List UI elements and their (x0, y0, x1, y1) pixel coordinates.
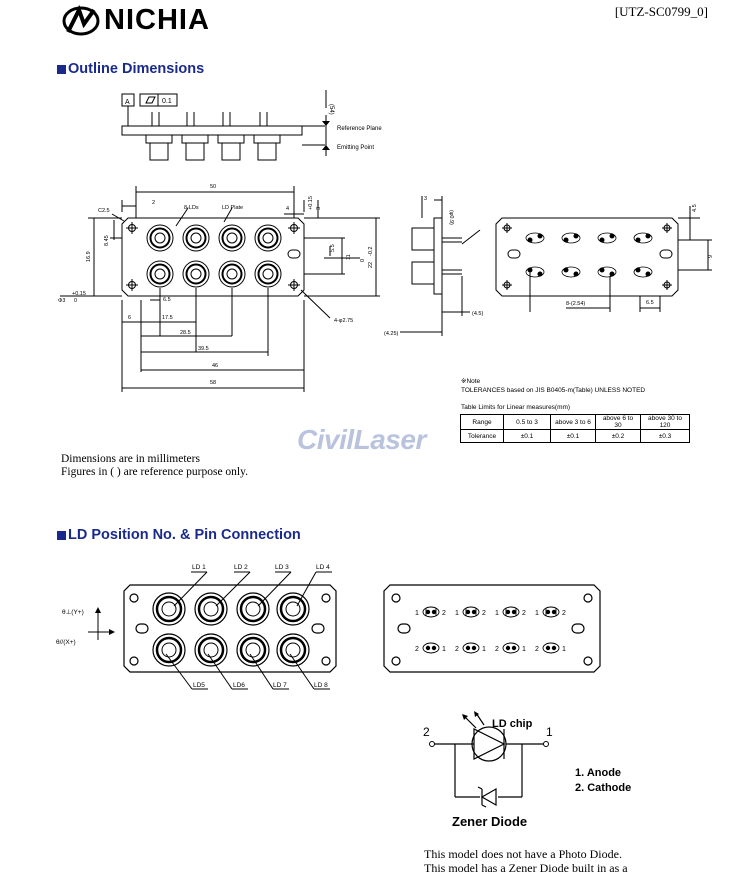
dim-phi3: Φ3 (58, 298, 65, 304)
table-cell: Tolerance (460, 429, 504, 443)
pin-number-2: 2 (442, 610, 446, 617)
legend-cathode: 2. Cathode (575, 782, 631, 794)
dim-0-right: 0 (360, 259, 366, 262)
pin-number-2: 2 (482, 610, 486, 617)
emitting-point-label: Emitting Point (337, 145, 374, 151)
footnote-line-2: This model has a Zener Diode built in as… (424, 861, 628, 875)
ld-label-8: LD 8 (314, 682, 328, 689)
pin-number-1: 1 (522, 646, 526, 653)
pin-number-1: 1 (442, 646, 446, 653)
dim-c25: C2.5 (98, 208, 110, 214)
table-title: Table Limits for Linear measures(mm) (461, 404, 571, 411)
dim-2: 2 (152, 200, 155, 206)
dim-4: 4 (286, 206, 289, 212)
dim-22: 22 (368, 262, 374, 268)
datum-a-label: A (125, 99, 130, 106)
pin-number-1: 1 (455, 610, 459, 617)
dim-50: 50 (210, 184, 216, 190)
pin-number-2: 2 (562, 610, 566, 617)
table-cell: ±0.2 (595, 429, 641, 443)
dim-side-phi: (φ0.9) (448, 210, 454, 225)
dim-6: 6 (128, 315, 131, 321)
dim-46: 46 (212, 363, 218, 369)
ld-label-2: LD 2 (234, 564, 248, 571)
dim-tol-phi: +0.15 (72, 291, 86, 297)
side-dim-label: (54) (328, 104, 334, 115)
schematic-pin-2: 2 (423, 725, 430, 739)
dim-side-45: (4.5) (472, 311, 483, 317)
brand-name: NICHIA (104, 4, 210, 36)
brand-logo: NICHIA (62, 4, 210, 37)
dim-side-425: (4.25) (384, 331, 399, 337)
dim-58: 58 (210, 380, 216, 386)
watermark: CivilLaser (297, 424, 426, 455)
table-cell: ±0.1 (550, 429, 596, 443)
dim-0-phi: 0 (74, 298, 77, 304)
reference-note: Figures in ( ) are reference purpose onl… (61, 466, 249, 478)
flatness-value: 0.1 (162, 98, 172, 105)
pin-number-2: 2 (415, 646, 419, 653)
pin-number-2: 2 (535, 646, 539, 653)
dim-ld-plate: LD Plate (222, 205, 243, 211)
dim-holes: 4-φ2.75 (334, 318, 353, 324)
dim-side-3: 3 (424, 196, 427, 202)
pin-number-1: 1 (535, 610, 539, 617)
pin-number-2: 2 (495, 646, 499, 653)
section-outline-title: Outline Dimensions (57, 61, 204, 77)
reference-plane-label: Reference Plane (337, 126, 382, 132)
pin-number-1: 1 (482, 646, 486, 653)
dim-tol-top: +0.15 (308, 196, 314, 210)
dim-8lds: 8-LDs (184, 205, 199, 211)
dim-rear-65: 6.5 (646, 300, 654, 306)
note-mark: ※Note (461, 378, 481, 385)
theta-par-label: θ//(X+) (56, 639, 76, 646)
pin-number-1: 1 (562, 646, 566, 653)
zener-diode-label: Zener Diode (452, 814, 527, 829)
dim-55: 5.5 (330, 244, 336, 252)
ld-chip-label: LD chip (492, 718, 533, 730)
dim-285: 28.5 (180, 330, 191, 336)
section-bullet-icon (57, 64, 66, 74)
ld-label-4: LD 4 (316, 564, 330, 571)
ld-label-1: LD 1 (192, 564, 206, 571)
pin-number-1: 1 (415, 610, 419, 617)
table-row: Tolerance ±0.1 ±0.1 ±0.2 ±0.3 (460, 429, 690, 443)
ld-label-3: LD 3 (275, 564, 289, 571)
dim-395: 39.5 (198, 346, 209, 352)
ld-label-6: LD6 (233, 682, 245, 689)
dim-3-vertical: 3 (316, 207, 322, 210)
section-pins-title: LD Position No. & Pin Connection (57, 527, 301, 543)
note-text: TOLERANCES based on JIS B0405-m(Table) U… (461, 387, 646, 394)
dim-tol-right: -0.2 (368, 247, 374, 256)
ld-label-5: LD5 (193, 682, 205, 689)
dim-175: 17.5 (162, 315, 173, 321)
dim-11: 11 (346, 254, 352, 260)
dim-169: 16.9 (86, 251, 92, 262)
pin-number-2: 2 (455, 646, 459, 653)
nichia-emblem-icon (62, 4, 100, 35)
footnote-line-1: This model does not have a Photo Diode. (424, 847, 622, 861)
pin-number-1: 1 (495, 610, 499, 617)
legend-anode: 1. Anode (575, 767, 621, 779)
ld-label-7: LD 7 (273, 682, 287, 689)
table-cell: ±0.3 (640, 429, 690, 443)
units-note: Dimensions are in millimeters (61, 453, 200, 465)
dim-rear-45: 4.5 (692, 204, 698, 212)
dim-rear-9: 9 (708, 255, 714, 258)
tolerance-table: Range 0.5 to 3 above 3 to 6 above 6 to 3… (460, 414, 690, 443)
theta-perp-label: θ⊥(Y+) (62, 609, 84, 616)
dim-rear-pitch: 8-(2.54) (566, 301, 585, 307)
document-id: [UTZ-SC0799_0] (614, 4, 708, 19)
dim-65: 6.5 (163, 297, 171, 303)
pin-number-2: 2 (522, 610, 526, 617)
dim-845: 8.45 (104, 235, 110, 246)
section-bullet-icon (57, 530, 66, 540)
schematic-pin-1: 1 (546, 725, 553, 739)
